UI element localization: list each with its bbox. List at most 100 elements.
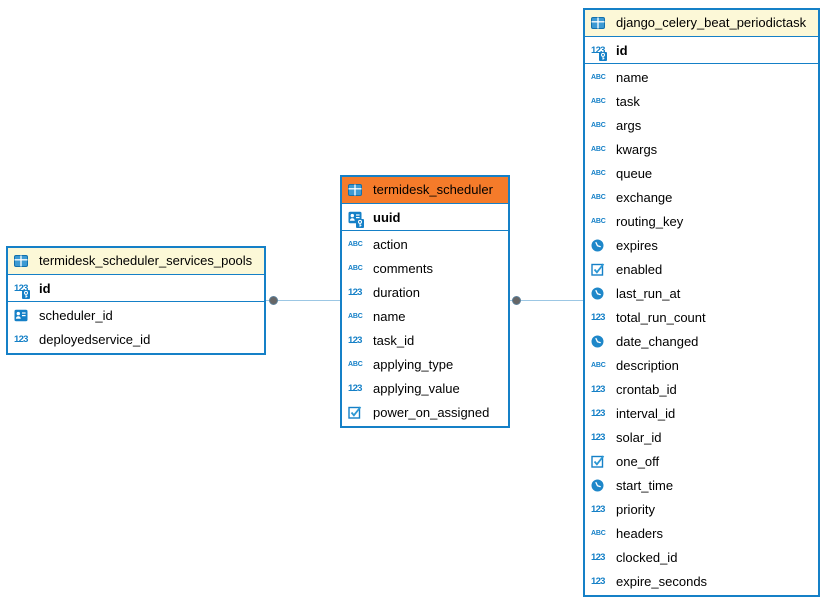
relation-line-scheduler-periodictask[interactable] [508,300,585,301]
text-type-icon: ABC [591,145,606,153]
number-type-icon: 123 [591,503,605,515]
column-row[interactable]: 123 duration [342,280,508,304]
primary-key-section: uuid [342,204,508,231]
datetime-type-icon [591,334,610,349]
column-name: interval_id [616,405,676,421]
number-type-icon: 123 [591,551,605,563]
column-name: description [616,357,679,373]
column-name: applying_value [373,380,460,396]
column-name: enabled [616,261,663,277]
boolean-type-icon [348,405,367,420]
table-icon [14,254,33,269]
column-name: solar_id [616,429,662,445]
column-name: start_time [616,477,674,493]
column-name: routing_key [616,213,684,229]
number-type-icon: 123 [348,286,362,298]
number-type-icon: 123 [348,334,362,346]
datetime-type-icon [591,286,610,301]
column-row[interactable]: one_off [585,449,818,473]
column-name: date_changed [616,333,699,349]
column-row[interactable]: ABC kwargs [585,137,818,161]
text-type-icon: ABC [591,97,606,105]
column-name: crontab_id [616,381,677,397]
column-name: deployedservice_id [39,331,151,347]
column-name: uuid [373,209,401,225]
column-row[interactable]: 123 crontab_id [585,377,818,401]
column-row[interactable]: expires [585,233,818,257]
text-type-icon: ABC [348,240,363,248]
column-name: priority [616,501,656,517]
column-name: clocked_id [616,549,678,565]
column-row[interactable]: 123 priority [585,497,818,521]
table-header[interactable]: termidesk_scheduler_services_pools [8,248,264,275]
column-row[interactable]: power_on_assigned [342,400,508,424]
text-type-icon: ABC [591,121,606,129]
column-name: id [616,42,628,58]
column-name: exchange [616,189,673,205]
column-row[interactable]: ABC comments [342,256,508,280]
column-row[interactable]: date_changed [585,329,818,353]
column-name: name [616,69,649,85]
number-type-icon: 123 [591,383,605,395]
column-name: power_on_assigned [373,404,490,420]
column-name: kwargs [616,141,658,157]
column-name: last_run_at [616,285,681,301]
column-row[interactable]: enabled [585,257,818,281]
column-name: id [39,280,51,296]
boolean-type-icon [591,454,610,469]
column-row[interactable]: 123 clocked_id [585,545,818,569]
column-row[interactable]: ABC action [342,232,508,256]
text-type-icon: ABC [348,312,363,320]
number-type-icon: 123 [591,311,605,323]
column-name: duration [373,284,420,300]
number-type-icon: 123 [348,382,362,394]
table-header[interactable]: termidesk_scheduler [342,177,508,204]
column-row[interactable]: start_time [585,473,818,497]
column-name: expire_seconds [616,573,708,589]
column-name: expires [616,237,658,253]
number-type-icon: 123 [14,333,28,345]
column-name: action [373,236,408,252]
column-name: one_off [616,453,660,469]
column-row[interactable]: scheduler_id [8,303,264,327]
table-title: termidesk_scheduler [373,182,493,197]
text-type-icon: ABC [348,264,363,272]
column-row[interactable]: last_run_at [585,281,818,305]
column-row[interactable]: ABC task [585,89,818,113]
column-name: queue [616,165,653,181]
column-row[interactable]: 123 applying_value [342,376,508,400]
text-type-icon: ABC [591,529,606,537]
primary-key-row[interactable]: uuid [342,204,508,230]
number-type-icon: 123 [591,407,605,419]
relation-endpoint-dot[interactable] [512,296,521,305]
column-name: comments [373,260,433,276]
datetime-type-icon [591,238,610,253]
column-list: scheduler_id 123 deployedservice_id [8,302,264,353]
relation-line-pools-scheduler[interactable] [264,300,342,301]
column-name: task [616,93,640,109]
table-header[interactable]: django_celery_beat_periodictask [585,10,818,37]
relation-endpoint-dot[interactable] [269,296,278,305]
column-row[interactable]: 123 interval_id [585,401,818,425]
column-row[interactable]: 123 deployedservice_id [8,327,264,351]
